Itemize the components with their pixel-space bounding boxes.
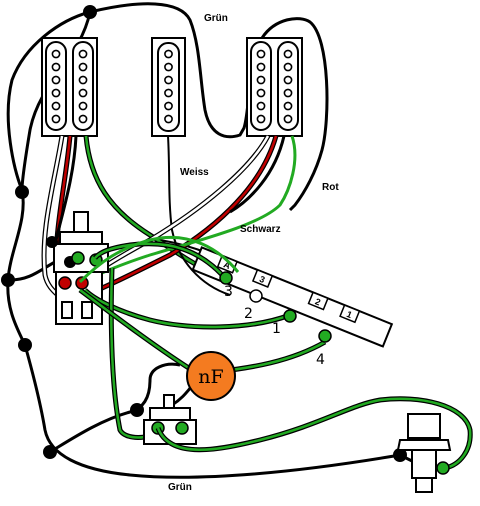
hand-mark-3: 3 — [224, 284, 233, 300]
polepiece — [283, 114, 293, 124]
middle-single-coil — [151, 37, 186, 137]
ground-loop-left — [6, 10, 401, 479]
polepiece — [283, 62, 293, 72]
polepiece — [78, 114, 88, 124]
output-jack — [396, 413, 452, 493]
polepiece — [51, 88, 61, 98]
polepiece — [256, 88, 266, 98]
pot-lug-green — [71, 251, 85, 265]
hand-mark-4: 4 — [316, 352, 325, 368]
middle-lead — [167, 135, 231, 296]
switch-lug-white — [249, 289, 263, 303]
polepiece — [164, 49, 173, 59]
rotary-switch — [191, 246, 394, 348]
ground-junction-dot — [130, 403, 144, 417]
polepiece — [256, 62, 266, 72]
jack-hot-wire — [156, 397, 472, 470]
switch-tab-label: 3 — [258, 274, 266, 285]
pot-lug — [46, 236, 58, 248]
polepiece — [51, 75, 61, 85]
ground-junction-dot — [43, 445, 57, 459]
polepiece — [283, 75, 293, 85]
switch-tab — [251, 268, 274, 288]
label-schwarz: Schwarz — [240, 224, 281, 235]
polepiece — [164, 114, 173, 124]
ground-junction-dot — [18, 338, 32, 352]
switch-tab-label: 1 — [345, 309, 353, 320]
ground-cross-wire — [9, 260, 56, 282]
label-gruen-top: Grün — [204, 13, 228, 24]
polepiece — [283, 101, 293, 111]
hand-mark-1: 1 — [272, 321, 281, 337]
neck-lead-black — [53, 135, 78, 246]
switch-green-wire — [78, 235, 240, 284]
tone-pot — [143, 394, 197, 445]
label-gruen-bottom: Grün — [168, 482, 192, 493]
polepiece — [256, 114, 266, 124]
polepiece — [78, 101, 88, 111]
polepiece — [78, 49, 88, 59]
capacitor-label: nF — [198, 366, 223, 388]
polepiece — [78, 62, 88, 72]
polepiece — [51, 101, 61, 111]
ground-junction-dot — [1, 273, 15, 287]
polepiece — [78, 88, 88, 98]
ground-junction-dot — [15, 185, 29, 199]
polepiece — [164, 88, 173, 98]
switch-tab — [339, 304, 361, 324]
switch-tab — [307, 291, 329, 311]
polepiece — [256, 49, 266, 59]
jack-lug-green — [436, 461, 450, 475]
polepiece — [256, 75, 266, 85]
ground-pot2-loop — [49, 362, 181, 454]
polepiece — [164, 75, 173, 85]
bridge-lead-black — [229, 135, 286, 214]
switch-lug-green — [283, 309, 297, 323]
switch-tab-label: A — [222, 259, 232, 271]
polepiece — [51, 114, 61, 124]
ground-junction-dot — [83, 5, 97, 19]
pot-lug — [58, 276, 72, 290]
polepiece — [51, 62, 61, 72]
label-weiss: Weiss — [180, 167, 209, 178]
polepiece — [256, 101, 266, 111]
label-rot: Rot — [322, 182, 339, 193]
switch-lug-green — [318, 329, 332, 343]
polepiece — [164, 101, 173, 111]
bridge-humbucker — [246, 37, 303, 137]
polepiece — [51, 49, 61, 59]
ground-junction-dot — [393, 448, 407, 462]
capacitor — [186, 351, 236, 401]
tone-pot-lug — [175, 421, 189, 435]
cap-lead-wire — [79, 288, 196, 374]
polepiece — [78, 75, 88, 85]
polepiece — [283, 88, 293, 98]
neck-humbucker — [41, 37, 98, 137]
switch-green-wire — [84, 289, 291, 329]
polepiece — [164, 62, 173, 72]
switch-lug-green — [219, 271, 233, 285]
switch-tab-label: 2 — [314, 296, 322, 307]
polepiece — [283, 49, 293, 59]
hand-mark-2: 2 — [244, 306, 253, 322]
